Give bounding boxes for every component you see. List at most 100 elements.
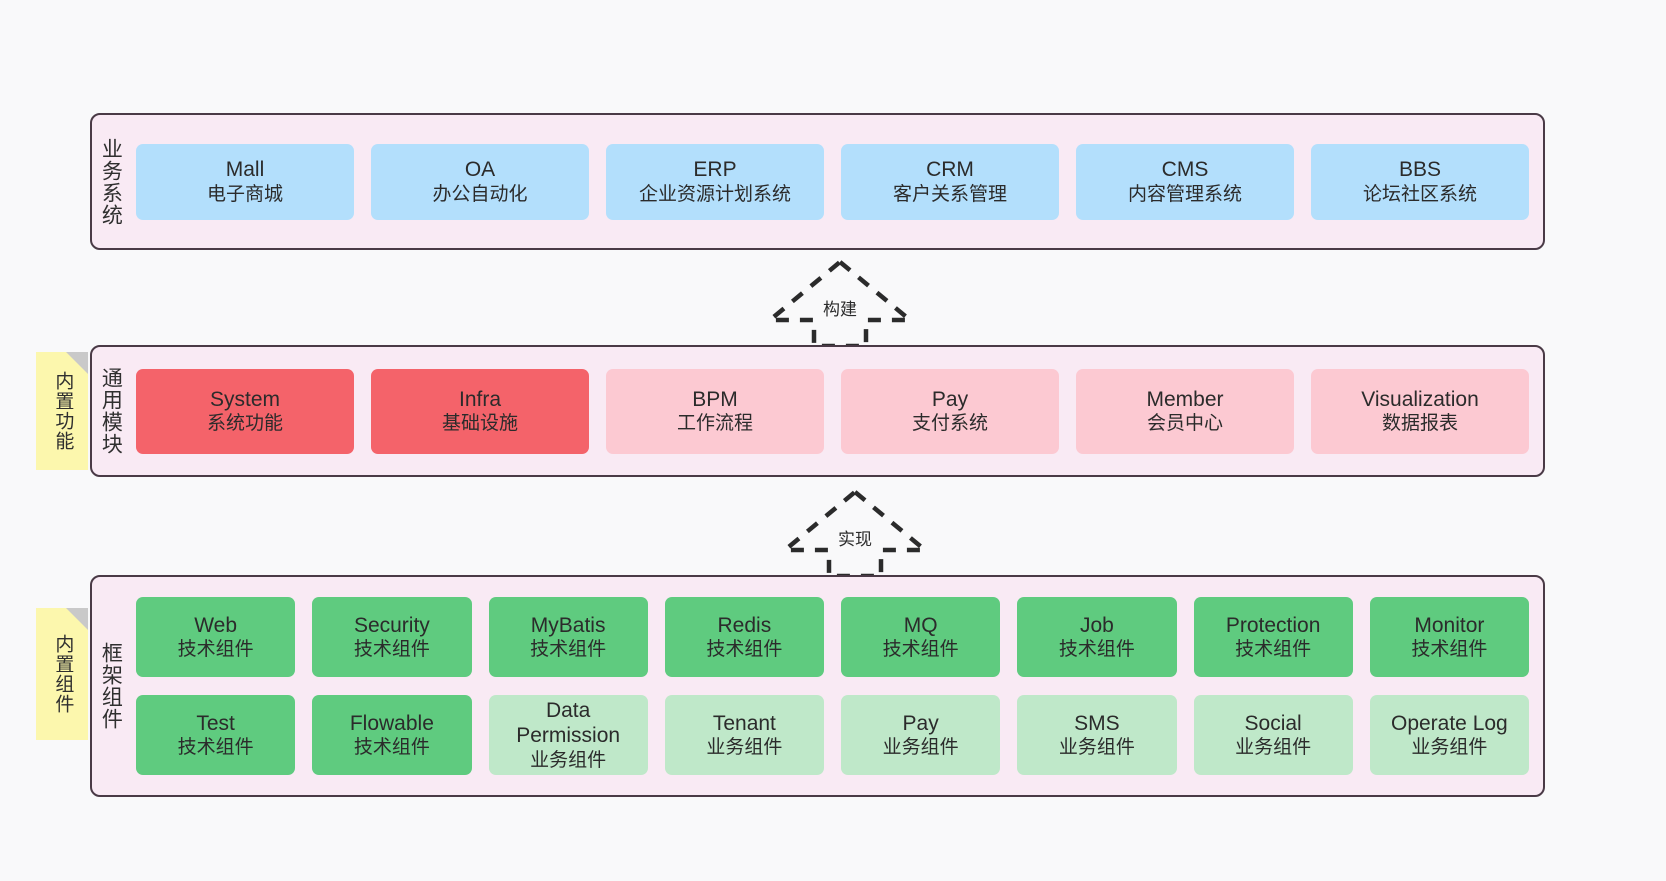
card-subtitle: 技术组件 — [353, 639, 430, 661]
card-cms[interactable]: CMS 内容管理系统 — [1076, 143, 1294, 220]
card-title: MQ — [903, 613, 938, 637]
card-title: Visualization — [1361, 387, 1479, 411]
card-title: Job — [1079, 613, 1114, 637]
card-row: Test 技术组件 Flowable 技术组件 Data Permission … — [136, 695, 1529, 775]
card-title: BBS — [1398, 158, 1442, 182]
connector-implement: 实现 — [757, 488, 953, 579]
card-row: Web 技术组件 Security 技术组件 MyBatis 技术组件 Redi… — [136, 597, 1529, 677]
connector-label: 构建 — [823, 300, 857, 319]
card-operate-log[interactable]: Operate Log 业务组件 — [1369, 695, 1529, 775]
card-subtitle: 基础设施 — [441, 413, 518, 435]
layer-label-common-modules: 通用模块 — [99, 367, 123, 455]
card-bbs[interactable]: BBS 论坛社区系统 — [1311, 143, 1529, 220]
card-title: OA — [464, 158, 496, 182]
card-oa[interactable]: OA 办公自动化 — [371, 143, 589, 220]
card-subtitle: 数据报表 — [1381, 413, 1458, 435]
dashed-hollow-arrow-up-icon — [763, 259, 917, 349]
card-subtitle: 支付系统 — [911, 413, 988, 435]
card-security[interactable]: Security 技术组件 — [312, 597, 472, 677]
card-sms[interactable]: SMS 业务组件 — [1017, 695, 1177, 775]
card-subtitle: 技术组件 — [706, 639, 783, 661]
card-infra[interactable]: Infra 基础设施 — [371, 368, 589, 454]
folded-corner-icon — [66, 608, 88, 630]
card-title: Redis — [717, 613, 772, 637]
card-subtitle: 业务组件 — [530, 750, 607, 772]
card-title: SMS — [1074, 711, 1120, 735]
card-subtitle: 内容管理系统 — [1127, 183, 1242, 205]
card-title: Flowable — [349, 711, 434, 735]
card-data-permission[interactable]: Data Permission 业务组件 — [488, 695, 648, 775]
folded-corner-icon — [66, 352, 88, 374]
card-subtitle: 办公自动化 — [432, 183, 528, 205]
sticky-note-label: 内置组件 — [52, 634, 74, 714]
card-subtitle: 业务组件 — [1235, 737, 1312, 759]
card-subtitle: 技术组件 — [882, 639, 959, 661]
card-subtitle: 客户关系管理 — [892, 183, 1007, 205]
card-social[interactable]: Social 业务组件 — [1193, 695, 1353, 775]
card-mybatis[interactable]: MyBatis 技术组件 — [488, 597, 648, 677]
layer-common-modules: 通用模块 System 系统功能 Infra 基础设施 BPM 工作流程 Pay… — [90, 345, 1545, 477]
card-protection[interactable]: Protection 技术组件 — [1193, 597, 1353, 677]
card-subtitle: 技术组件 — [353, 737, 430, 759]
card-member[interactable]: Member 会员中心 — [1076, 368, 1294, 454]
connector-label: 实现 — [838, 530, 872, 549]
sticky-note-label: 内置功能 — [52, 371, 74, 451]
dashed-hollow-arrow-up-icon — [778, 489, 932, 579]
card-subtitle: 技术组件 — [1235, 639, 1312, 661]
layer-body-business-systems: Mall 电子商城 OA 办公自动化 ERP 企业资源计划系统 CRM 客户关系… — [128, 115, 1543, 248]
card-subtitle: 技术组件 — [530, 639, 607, 661]
card-title: CRM — [926, 158, 974, 182]
card-subtitle: 技术组件 — [177, 737, 254, 759]
card-subtitle: 电子商城 — [206, 183, 283, 205]
card-title: Mall — [225, 158, 265, 182]
card-title: Operate Log — [1390, 711, 1508, 735]
card-title: Social — [1244, 711, 1302, 735]
connector-build: 构建 — [742, 258, 938, 349]
card-title: Pay — [902, 711, 939, 735]
card-subtitle: 业务组件 — [706, 737, 783, 759]
card-row: System 系统功能 Infra 基础设施 BPM 工作流程 Pay 支付系统… — [136, 368, 1529, 454]
card-subtitle: 技术组件 — [177, 639, 254, 661]
card-system[interactable]: System 系统功能 — [136, 368, 354, 454]
card-flowable[interactable]: Flowable 技术组件 — [312, 695, 472, 775]
card-title: Infra — [458, 387, 502, 411]
card-web[interactable]: Web 技术组件 — [136, 597, 296, 677]
card-pay-component[interactable]: Pay 业务组件 — [841, 695, 1001, 775]
layer-body-framework-components: Web 技术组件 Security 技术组件 MyBatis 技术组件 Redi… — [128, 577, 1543, 795]
layer-body-common-modules: System 系统功能 Infra 基础设施 BPM 工作流程 Pay 支付系统… — [128, 347, 1543, 475]
card-title: Web — [194, 613, 238, 637]
card-crm[interactable]: CRM 客户关系管理 — [841, 143, 1059, 220]
card-erp[interactable]: ERP 企业资源计划系统 — [606, 143, 824, 220]
card-title: MyBatis — [530, 613, 606, 637]
card-monitor[interactable]: Monitor 技术组件 — [1369, 597, 1529, 677]
card-subtitle: 技术组件 — [1411, 639, 1488, 661]
card-mall[interactable]: Mall 电子商城 — [136, 143, 354, 220]
card-subtitle: 系统功能 — [206, 413, 283, 435]
card-pay-module[interactable]: Pay 支付系统 — [841, 368, 1059, 454]
card-title: Monitor — [1414, 613, 1485, 637]
card-bpm[interactable]: BPM 工作流程 — [606, 368, 824, 454]
card-title: Member — [1146, 387, 1224, 411]
card-row: Mall 电子商城 OA 办公自动化 ERP 企业资源计划系统 CRM 客户关系… — [136, 143, 1529, 220]
layer-label-framework-components: 框架组件 — [99, 642, 123, 730]
card-title: ERP — [693, 158, 737, 182]
card-subtitle: 业务组件 — [1058, 737, 1135, 759]
card-visualization[interactable]: Visualization 数据报表 — [1311, 368, 1529, 454]
card-subtitle: 会员中心 — [1146, 413, 1223, 435]
card-tenant[interactable]: Tenant 业务组件 — [664, 695, 824, 775]
sticky-note-builtin-features: 内置功能 — [36, 352, 88, 470]
card-subtitle: 业务组件 — [1411, 737, 1488, 759]
card-title: Test — [196, 711, 235, 735]
card-title: Tenant — [712, 711, 776, 735]
card-subtitle: 论坛社区系统 — [1362, 183, 1477, 205]
sticky-note-builtin-components: 内置组件 — [36, 608, 88, 740]
card-mq[interactable]: MQ 技术组件 — [841, 597, 1001, 677]
layer-framework-components: 框架组件 Web 技术组件 Security 技术组件 MyBatis 技术组件… — [90, 575, 1545, 797]
card-test[interactable]: Test 技术组件 — [136, 695, 296, 775]
card-subtitle: 技术组件 — [1058, 639, 1135, 661]
card-job[interactable]: Job 技术组件 — [1017, 597, 1177, 677]
card-title: Protection — [1225, 613, 1321, 637]
layer-business-systems: 业务系统 Mall 电子商城 OA 办公自动化 ERP 企业资源计划系统 CRM… — [90, 113, 1545, 250]
card-redis[interactable]: Redis 技术组件 — [664, 597, 824, 677]
